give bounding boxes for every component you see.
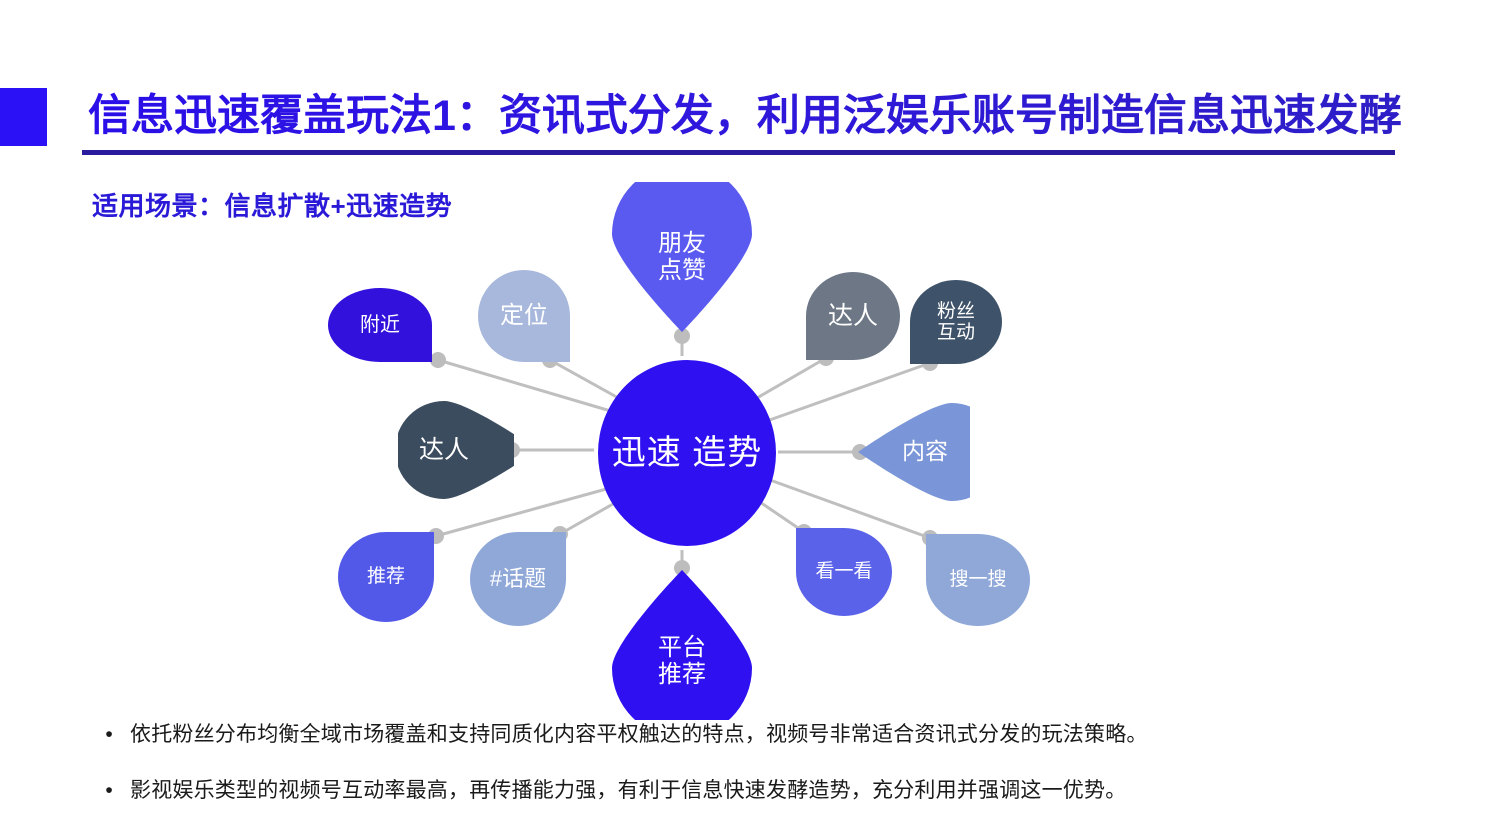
connector-dot bbox=[674, 328, 690, 344]
node-kanyikan-label: 看一看 bbox=[815, 561, 873, 583]
node-huati-label: #话题 bbox=[489, 565, 547, 591]
page-title: 信息迅速覆盖玩法1：资讯式分发，利用泛娱乐账号制造信息迅速发酵 bbox=[88, 85, 1418, 147]
radial-diagram: 迅速 造势 附近 定位 朋友 点赞 达人 粉丝 互动 bbox=[250, 160, 1150, 720]
node-fensi-hudong[interactable]: 粉丝 互动 bbox=[910, 280, 1002, 364]
node-pengyou-label-line2: 点赞 bbox=[658, 257, 706, 284]
accent-square bbox=[0, 88, 47, 146]
node-pengyou-label-line1: 朋友 bbox=[658, 230, 706, 258]
node-pingtai-label-line2: 推荐 bbox=[658, 661, 706, 688]
connector-dot bbox=[430, 352, 446, 368]
node-dingwei[interactable]: 定位 bbox=[478, 270, 570, 362]
node-huati[interactable]: #话题 bbox=[470, 532, 566, 626]
center-node[interactable]: 迅速 造势 bbox=[598, 360, 776, 546]
node-pingtai-label-line1: 平台 bbox=[658, 634, 706, 662]
node-neirong-label: 内容 bbox=[902, 438, 948, 465]
node-souyisou[interactable]: 搜一搜 bbox=[926, 534, 1030, 626]
node-tuijian-label: 推荐 bbox=[366, 566, 405, 588]
node-fensi-label-line2: 互动 bbox=[936, 322, 975, 343]
list-item: • 依托粉丝分布均衡全域市场覆盖和支持同质化内容平权触达的特点，视频号非常适合资… bbox=[88, 718, 1418, 752]
bullet-list: • 依托粉丝分布均衡全域市场覆盖和支持同质化内容平权触达的特点，视频号非常适合资… bbox=[88, 718, 1418, 829]
node-fensi-label-line1: 粉丝 bbox=[936, 300, 975, 322]
bullet-text: 依托粉丝分布均衡全域市场覆盖和支持同质化内容平权触达的特点，视频号非常适合资讯式… bbox=[130, 723, 1148, 746]
node-dingwei-label: 定位 bbox=[500, 301, 548, 329]
node-daren-top-label: 达人 bbox=[827, 302, 878, 330]
node-souyisou-label: 搜一搜 bbox=[949, 569, 1007, 591]
node-daren-left-label: 达人 bbox=[418, 436, 469, 464]
title-underline bbox=[82, 150, 1395, 155]
center-label-line1: 迅速 bbox=[611, 433, 682, 472]
node-fujin[interactable]: 附近 bbox=[328, 288, 432, 362]
node-fujin-label: 附近 bbox=[360, 313, 400, 336]
node-tuijian[interactable]: 推荐 bbox=[338, 532, 434, 622]
list-item: • 影视娱乐类型的视频号互动率最高，再传播能力强，有利于信息快速发酵造势，充分利… bbox=[88, 774, 1418, 808]
center-label-line2: 造势 bbox=[692, 433, 763, 472]
subtitle: 适用场景：信息扩散+迅速造势 bbox=[92, 191, 453, 221]
bullet-text: 影视娱乐类型的视频号互动率最高，再传播能力强，有利于信息快速发酵造势，充分利用并… bbox=[130, 778, 1127, 802]
bullet-marker: • bbox=[105, 723, 113, 746]
node-kanyikan[interactable]: 看一看 bbox=[796, 528, 892, 616]
bullet-marker: • bbox=[105, 778, 113, 802]
connector-dot bbox=[674, 560, 690, 576]
node-daren-top[interactable]: 达人 bbox=[806, 272, 900, 360]
